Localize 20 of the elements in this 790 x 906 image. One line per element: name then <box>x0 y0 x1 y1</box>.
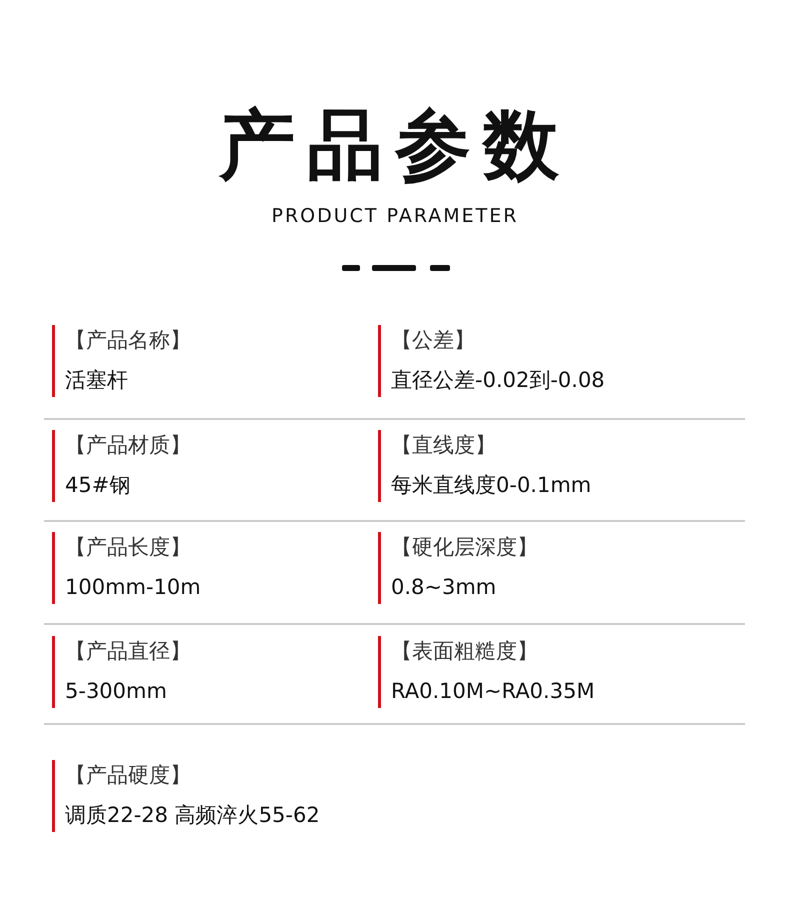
parameter-name: 【产品直径】 <box>65 638 191 665</box>
parameter-value: 活塞杆 <box>65 367 129 394</box>
parameter-name: 【产品名称】 <box>65 327 191 354</box>
parameter-value: 45#钢 <box>65 472 132 499</box>
parameter-value: 调质22-28 高频淬火55-62 <box>65 802 320 829</box>
parameter-value: 5-300mm <box>65 678 168 705</box>
parameter-value: 0.8~3mm <box>391 574 498 601</box>
parameter-value: 直径公差-0.02到-0.08 <box>391 367 605 394</box>
parameter-value: 100mm-10m <box>65 574 201 601</box>
parameter-name: 【产品硬度】 <box>65 762 192 789</box>
parameter-value: 每米直线度0-0.1mm <box>391 472 592 499</box>
page-title: 产品参数 <box>218 99 572 191</box>
parameter-name: 【公差】 <box>391 327 476 354</box>
parameter-name: 【直线度】 <box>391 432 497 459</box>
parameter-name: 【产品长度】 <box>65 534 192 561</box>
parameter-name: 【产品材质】 <box>65 432 191 459</box>
parameter-name: 【硬化层深度】 <box>391 534 538 561</box>
subtitle: PRODUCT PARAMETER <box>270 205 520 227</box>
parameter-value: RA0.10M~RA0.35M <box>391 678 595 705</box>
parameter-name: 【表面粗糙度】 <box>391 638 539 665</box>
